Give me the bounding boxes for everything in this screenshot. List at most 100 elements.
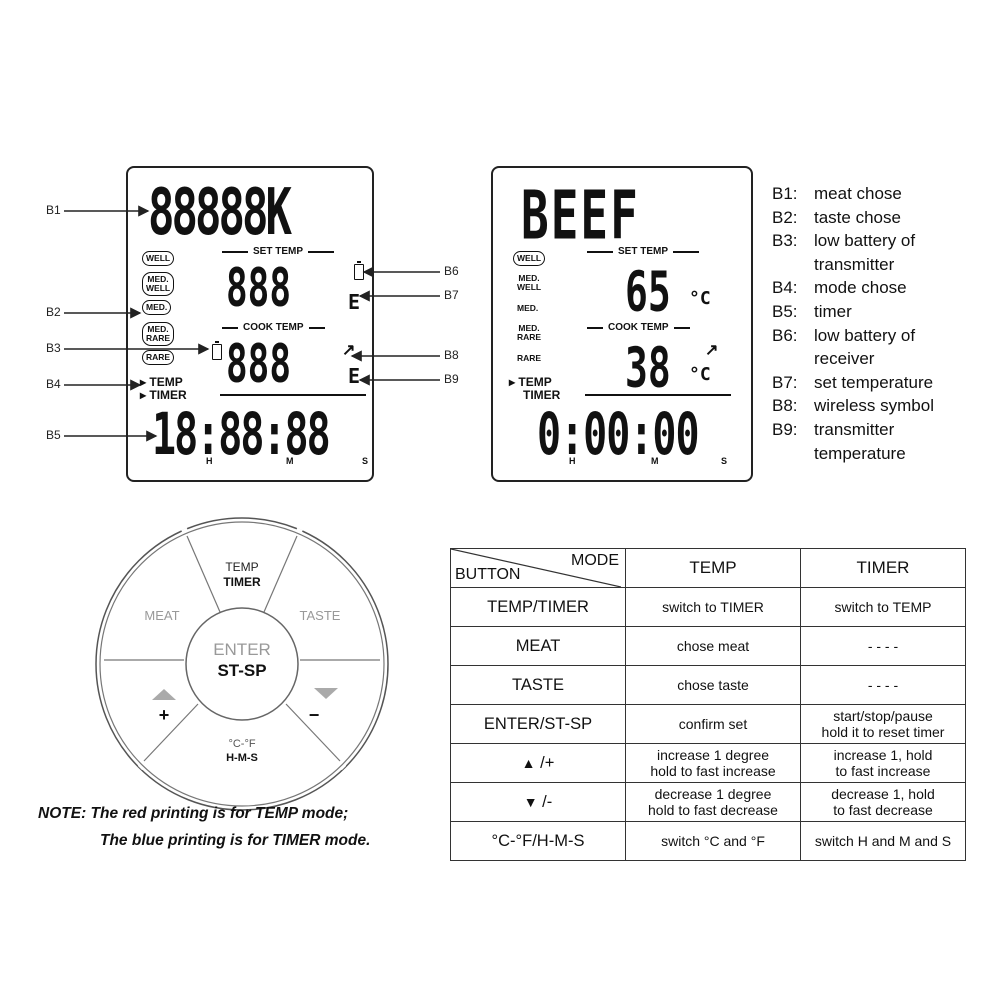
set-temp-value: 65	[625, 259, 671, 324]
temp-timer-button[interactable]: TEMP TIMER	[223, 560, 261, 589]
down-triangle-icon: ▼	[523, 793, 538, 810]
legend-row: B3:low battery of	[772, 231, 916, 251]
plus-label: +	[159, 705, 170, 725]
table-row: TASTE chose taste - - - -	[450, 665, 966, 705]
taste-well: WELL	[513, 251, 546, 266]
header-button-mode: MODE BUTTON	[450, 548, 626, 588]
button-function-table: MODE BUTTON TEMP TIMER TEMP/TIMER switch…	[450, 548, 966, 861]
meat-name-display: BEEF	[521, 176, 640, 255]
legend-row: B5:timer	[772, 301, 852, 321]
wireless-icon: ↗	[342, 342, 356, 359]
header-mode-label: MODE	[571, 552, 619, 569]
lcd-diagram-example: BEEF SET TEMP 65 °C COOK TEMP 38 ↗ °C WE…	[491, 166, 753, 482]
table-header-row: MODE BUTTON TEMP TIMER	[450, 548, 966, 588]
st-sp-label: ST-SP	[217, 661, 266, 680]
taste-med-well: MED. WELL	[142, 272, 175, 296]
cell-temp: switch °C and °F	[625, 821, 801, 861]
up-plus-button[interactable]: +	[152, 689, 176, 725]
taste-rare: RARE	[517, 353, 542, 363]
enter-button[interactable]: ENTER ST-SP	[213, 640, 271, 680]
taste-button[interactable]: TASTE	[300, 608, 341, 623]
set-temp-unit: °C	[689, 288, 711, 309]
cell-button: ▼ /-	[450, 782, 626, 822]
taste-well: WELL	[142, 251, 175, 266]
cell-timer: switch H and M and S	[800, 821, 966, 861]
timer-digits: 0:00:00	[537, 401, 700, 469]
timer-unit-s: S	[362, 456, 369, 466]
mode-temp-label: ▸ TEMP	[140, 375, 183, 389]
header-temp: TEMP	[625, 548, 801, 588]
legend-row: B9:transmitter	[772, 419, 895, 439]
timer-divider	[220, 394, 366, 396]
meat-button[interactable]: MEAT	[144, 608, 179, 623]
mode-temp-label: ▸ TEMP	[509, 375, 552, 389]
legend-row: B6:low battery of	[772, 325, 916, 345]
keypad: TEMP TIMER MEAT TASTE ENTER ST-SP + − °C…	[95, 517, 389, 811]
cook-temp-unit: °C	[689, 364, 711, 385]
callout-b4: B4	[46, 377, 61, 391]
table-row: ▼ /- decrease 1 degree hold to fast decr…	[450, 782, 966, 822]
note-line-1: : The red printing is for TEMP mode;	[81, 805, 349, 822]
cell-button: °C-°F/H-M-S	[450, 821, 626, 861]
legend-row: transmitter	[814, 254, 895, 274]
timer-unit-h: H	[206, 456, 213, 466]
cook-temp-header: COOK TEMP	[222, 322, 325, 333]
cell-temp: chose meat	[625, 626, 801, 666]
cell-button: ENTER/ST-SP	[450, 704, 626, 744]
down-minus-button[interactable]: −	[309, 688, 338, 725]
cell-temp: increase 1 degree hold to fast increase	[625, 743, 801, 783]
cell-button: ▲ /+	[450, 743, 626, 783]
cell-timer: increase 1, hold to fast increase	[800, 743, 966, 783]
timer-digits: 18:88:88	[152, 401, 331, 469]
table-row: TEMP/TIMER switch to TIMER switch to TEM…	[450, 587, 966, 627]
receiver-battery-icon	[354, 261, 364, 280]
cell-timer: - - - -	[800, 626, 966, 666]
transmitter-battery-icon	[212, 341, 222, 360]
legend-row: receiver	[814, 349, 875, 369]
cook-temp-header: COOK TEMP	[587, 322, 690, 333]
set-temp-unit: E	[348, 290, 361, 314]
mode-timer-label: TIMER	[523, 388, 561, 402]
cell-timer: decrease 1, hold to fast decrease	[800, 782, 966, 822]
legend-row: temperature	[814, 443, 906, 463]
cook-temp-value: 38	[625, 335, 671, 400]
note-line-2: The blue printing is for TIMER mode.	[100, 832, 371, 849]
timer-unit-m: M	[286, 456, 294, 466]
header-timer: TIMER	[800, 548, 966, 588]
table-row: ENTER/ST-SP confirm set start/stop/pause…	[450, 704, 966, 744]
set-temp-header: SET TEMP	[222, 246, 335, 257]
callout-b3: B3	[46, 341, 61, 355]
meat-label: MEAT	[144, 608, 179, 623]
note-lead: NOTE	[38, 805, 82, 822]
cook-temp-digits: 888	[226, 335, 292, 396]
table-row: °C-°F/H-M-S switch °C and °F switch H an…	[450, 821, 966, 861]
set-temp-digits: 888	[226, 259, 292, 320]
hms-label: H-M-S	[226, 752, 258, 764]
taste-med: MED.	[142, 300, 172, 315]
callout-b6: B6	[444, 264, 459, 278]
down-arrow-icon	[314, 688, 338, 699]
legend-row: B1:meat chose	[772, 184, 902, 203]
mode-color-note: NOTE: The red printing is for TEMP mode;…	[38, 800, 370, 854]
unit-hms-button[interactable]: °C-°F H-M-S	[226, 738, 258, 764]
enter-label: ENTER	[213, 640, 271, 659]
cell-timer: switch to TEMP	[800, 587, 966, 627]
lcd-diagram-all-segments: 88888K SET TEMP 888 E COOK TEMP 888 ↗ E …	[126, 166, 374, 482]
meat-segment-display: 88888K	[148, 176, 292, 251]
legend-row: B4:mode chose	[772, 278, 907, 298]
taste-rare: RARE	[142, 350, 175, 365]
cell-timer: - - - -	[800, 665, 966, 705]
minus-label: −	[309, 705, 320, 725]
temp-timer-label-1: TEMP	[225, 560, 258, 574]
timer-divider	[585, 394, 731, 396]
cell-button: TASTE	[450, 665, 626, 705]
segment-legend: B1:meat chose B2:taste chose B3:low batt…	[772, 182, 994, 465]
set-temp-header: SET TEMP	[587, 246, 700, 257]
legend-row: B8:wireless symbol	[772, 396, 934, 416]
taste-label: TASTE	[300, 608, 341, 623]
cell-temp: confirm set	[625, 704, 801, 744]
cell-button: MEAT	[450, 626, 626, 666]
table-row: MEAT chose meat - - - -	[450, 626, 966, 666]
mode-timer-label: ▸ TIMER	[140, 388, 187, 402]
callout-b2: B2	[46, 305, 61, 319]
